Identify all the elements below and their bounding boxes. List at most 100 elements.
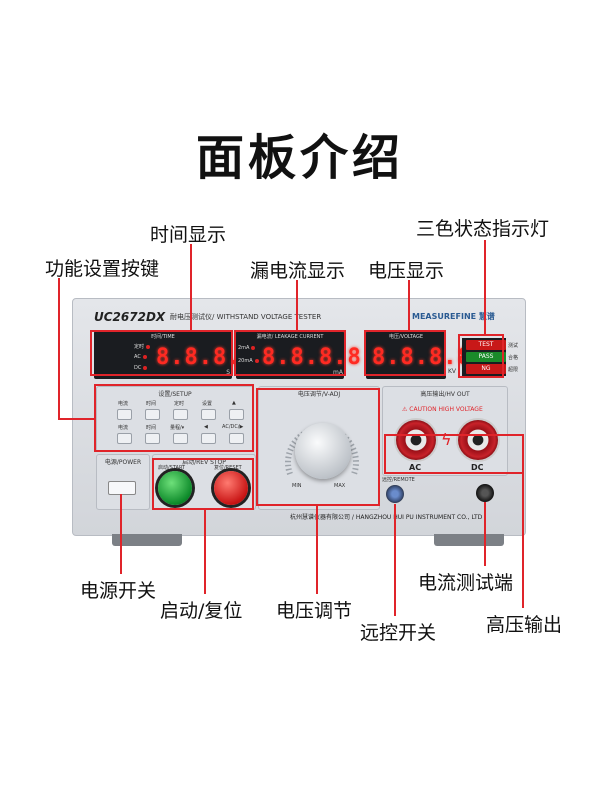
- key-left[interactable]: [201, 433, 216, 444]
- key-current-up[interactable]: [117, 409, 132, 420]
- callout-voltage-adjust: 电压调节: [276, 600, 353, 622]
- hv-terminal-dc[interactable]: [458, 420, 498, 460]
- highlight-voltage-display: [364, 330, 446, 376]
- key-label-time-2: 时间: [146, 425, 157, 431]
- indicator-timer: 定时: [134, 343, 151, 350]
- indicator-ac: AC: [134, 354, 147, 360]
- key-range[interactable]: [173, 433, 188, 444]
- key-label-timer: 定时: [174, 401, 185, 407]
- line-current: [484, 502, 486, 566]
- key-timer[interactable]: [173, 409, 188, 420]
- start-stop-label: 启动/REV STOP: [182, 459, 226, 466]
- voltage-digits: 8.8.8.8: [372, 345, 472, 370]
- highlight-hv-output: [384, 434, 524, 474]
- line-power: [120, 494, 122, 574]
- manufacturer-text: 杭州慧谱仪器有限公司 / HANGZHOU HUI PU INSTRUMENT …: [290, 514, 483, 521]
- device-foot-left: [112, 534, 182, 546]
- callout-function-keys: 功能设置按键: [45, 258, 160, 280]
- callout-time-display: 时间显示: [150, 224, 227, 246]
- highlight-start-reset: [152, 458, 254, 510]
- line-keys-v: [58, 278, 60, 418]
- key-up[interactable]: [229, 409, 244, 420]
- key-set[interactable]: [201, 409, 216, 420]
- indicator-2ma: 2mA: [238, 345, 256, 351]
- lightning-icon: ϟ: [441, 430, 452, 449]
- knob-max-label: MAX: [334, 483, 346, 489]
- highlight-voltage-adjust: [256, 388, 380, 506]
- power-switch[interactable]: [108, 481, 136, 495]
- line-start: [204, 510, 206, 594]
- callout-current-terminal: 电流测试端: [418, 572, 514, 594]
- key-current-down[interactable]: [117, 433, 132, 444]
- status-light-test: TEST: [466, 340, 506, 350]
- dc-label: DC: [471, 463, 484, 472]
- voltage-unit: KV: [448, 368, 457, 375]
- key-time-down[interactable]: [145, 433, 160, 444]
- callout-start-reset: 启动/复位: [160, 600, 243, 622]
- device-subtitle: 耐电压测试仪/ WITHSTAND VOLTAGE TESTER: [170, 313, 322, 321]
- highlight-setup-keys: [94, 384, 254, 452]
- callout-power-switch: 电源开关: [80, 580, 157, 602]
- highlight-time-display: [90, 330, 233, 376]
- remote-switch-connector[interactable]: [386, 485, 404, 503]
- indicator-20ma: 20mA: [238, 358, 259, 364]
- leakage-display-label: 漏电流/ LEAKAGE CURRENT: [256, 334, 324, 340]
- key-label-current-2: 电流: [118, 425, 129, 431]
- status-side-ng: 超限: [508, 367, 519, 373]
- line-hv: [522, 436, 524, 608]
- key-label-left: ◀: [204, 424, 208, 430]
- status-side-pass: 合格: [508, 355, 519, 361]
- key-label-up: ▲: [232, 400, 236, 406]
- voltage-adjust-knob[interactable]: [295, 423, 351, 479]
- status-light-ng: NG: [466, 364, 506, 374]
- brand-logo: MEASUREFINE 慧谱: [412, 312, 495, 321]
- hv-out-label: 高压输出/HV OUT: [420, 391, 470, 398]
- line-voltage: [408, 280, 410, 330]
- vadj-label: 电压调节/V-ADJ: [297, 391, 341, 398]
- key-label-range: 量程/▾: [170, 425, 185, 431]
- power-section: 电源/POWER: [96, 454, 150, 510]
- line-time: [190, 244, 192, 330]
- caution-label: ⚠ CAUTION HIGH VOLTAGE: [402, 406, 483, 413]
- setup-label: 设置/SETUP: [158, 391, 192, 398]
- line-vadj: [316, 506, 318, 594]
- voltage-display: 电压/VOLTAGE 8.8.8.8: [366, 331, 471, 379]
- highlight-leakage-display: [234, 330, 346, 376]
- time-unit: S: [226, 369, 230, 376]
- highlight-status-lights: [458, 334, 504, 378]
- time-display-label: 时间/TIME: [151, 334, 175, 340]
- start-label: 启动/START: [158, 465, 186, 471]
- reset-button[interactable]: [214, 471, 248, 505]
- status-light-pass: PASS: [466, 352, 506, 362]
- knob-min-label: MIN: [292, 483, 302, 489]
- key-time-up[interactable]: [145, 409, 160, 420]
- callout-voltage-display: 电压显示: [368, 260, 445, 282]
- start-button[interactable]: [158, 471, 192, 505]
- key-acdc[interactable]: [229, 433, 244, 444]
- callout-leakage-display: 漏电流显示: [250, 260, 346, 282]
- power-label: 电源/POWER: [104, 459, 142, 466]
- key-label-acdc: AC/DC/▶: [222, 424, 244, 430]
- page-title: 面板介绍: [195, 130, 404, 186]
- indicator-dc: DC: [134, 365, 148, 371]
- line-remote: [394, 504, 396, 616]
- callout-status-lights: 三色状态指示灯: [416, 218, 550, 240]
- hv-terminal-ac[interactable]: [396, 420, 436, 460]
- line-status: [484, 240, 486, 336]
- current-test-terminal[interactable]: [476, 484, 494, 502]
- line-leakage: [296, 280, 298, 330]
- voltage-display-label: 电压/VOLTAGE: [388, 334, 424, 340]
- ac-label: AC: [409, 463, 422, 472]
- key-label-set: 设置: [202, 401, 213, 407]
- callout-hv-output: 高压输出: [486, 614, 563, 636]
- key-label-current: 电流: [118, 401, 129, 407]
- line-keys-h: [58, 418, 94, 420]
- status-side-test: 测试: [508, 343, 519, 349]
- reset-label: 复位/RESET: [214, 465, 242, 471]
- callout-remote-switch: 远控开关: [360, 622, 437, 644]
- device-foot-right: [434, 534, 504, 546]
- model-label: UC2672DX: [94, 310, 166, 324]
- remote-label: 远控/REMOTE: [382, 477, 415, 483]
- leakage-unit: mA: [333, 369, 343, 376]
- key-label-time: 时间: [146, 401, 157, 407]
